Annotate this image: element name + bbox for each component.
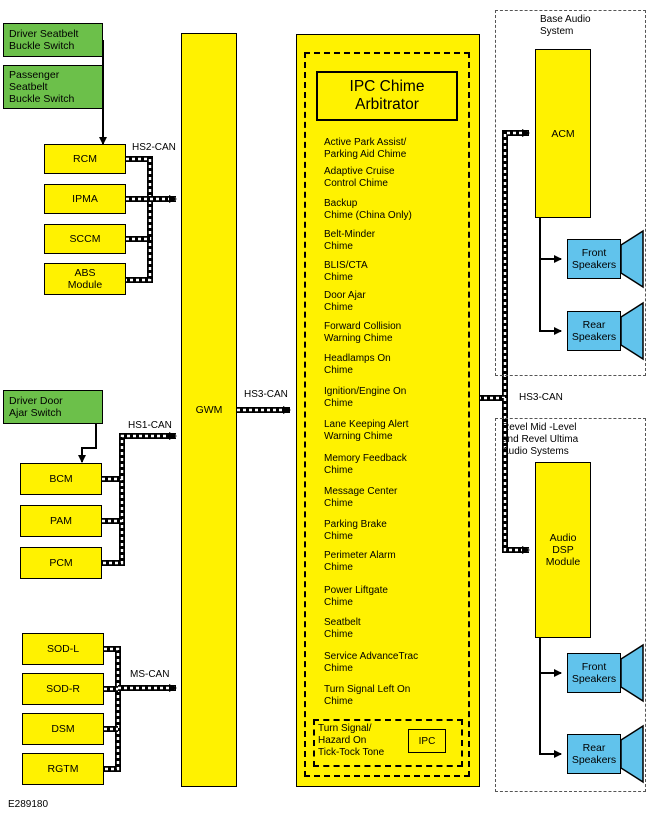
ipc-panel: [296, 34, 480, 787]
sod-l-module: SOD-L: [22, 633, 104, 665]
chime-item: Lane Keeping Alert Warning Chime: [324, 419, 409, 442]
chime-item: Perimeter Alarm Chime: [324, 550, 396, 573]
ms-trunk-inner: [104, 647, 120, 771]
chime-item: Ignition/Engine On Chime: [324, 386, 407, 409]
base-front-speakers: Front Speakers: [567, 239, 621, 279]
hs1-to-gwm-outer: [119, 433, 176, 479]
tick-tock-label: Turn Signal/ Hazard On Tick-Tock Tone: [318, 723, 385, 758]
chime-item: Seatbelt Chime: [324, 617, 361, 640]
bcm-module: BCM: [20, 463, 102, 495]
sccm-module: SCCM: [44, 224, 126, 254]
base-audio-label: Base Audio System: [540, 14, 591, 37]
hs2-trunk-inner: [126, 157, 152, 282]
driver-seatbelt-switch: Driver Seatbelt Buckle Switch: [3, 23, 103, 57]
rgtm-module: RGTM: [22, 753, 104, 785]
chime-item: Turn Signal Left On Chime: [324, 684, 411, 707]
revel-rear-speakers: Rear Speakers: [567, 734, 621, 774]
abs-module: ABS Module: [44, 263, 126, 295]
passenger-seatbelt-switch: Passenger Seatbelt Buckle Switch: [3, 65, 103, 109]
hs1-can-label: HS1-CAN: [128, 420, 172, 431]
ipc-module: IPC: [408, 729, 446, 753]
driver-door-switch: Driver Door Ajar Switch: [3, 390, 103, 424]
pcm-module: PCM: [20, 547, 102, 579]
base-rear-speakers: Rear Speakers: [567, 311, 621, 351]
sod-r-module: SOD-R: [22, 673, 104, 705]
base-rear-speaker-horn: [620, 301, 644, 361]
ipc-chime-arbitrator: IPC Chime Arbitrator: [316, 71, 458, 121]
base-audio-group: [495, 10, 646, 376]
rcm-module: RCM: [44, 144, 126, 174]
base-front-speaker-horn: [620, 229, 644, 289]
chime-item: Message Center Chime: [324, 486, 398, 509]
dsm-module: DSM: [22, 713, 104, 745]
revel-front-speakers: Front Speakers: [567, 653, 621, 693]
hs3-can-right-label: HS3-CAN: [519, 392, 563, 403]
chime-item: Power Liftgate Chime: [324, 585, 388, 608]
chime-item: Forward Collision Warning Chime: [324, 321, 402, 344]
pam-module: PAM: [20, 505, 102, 537]
ms-trunk-outer: [104, 646, 121, 772]
tick-tock-outline: [313, 719, 463, 767]
acm-module: ACM: [535, 49, 591, 218]
hs3-to-acm-outer: [472, 130, 529, 401]
ipc-inner-outline: [304, 52, 470, 777]
chime-item: Door Ajar Chime: [324, 290, 366, 313]
hs3-can-left-label: HS3-CAN: [244, 389, 288, 400]
chime-item: Service AdvanceTrac Chime: [324, 651, 419, 674]
revel-audio-label: Revel Mid -Level and Revel Ultima Audio …: [502, 422, 579, 457]
chime-item: Backup Chime (China Only): [324, 198, 412, 221]
revel-front-speaker-horn: [620, 643, 644, 703]
hs1-to-gwm-inner: [120, 434, 176, 479]
dsp-rear-wire: [539, 673, 562, 758]
revel-audio-group: [495, 418, 646, 792]
door-switch-wire: [78, 424, 97, 463]
ms-can-label: MS-CAN: [130, 669, 170, 680]
hs2-trunk-outer: [126, 156, 153, 283]
figure-id: E289180: [8, 799, 49, 810]
chime-item: Active Park Assist/ Parking Aid Chime: [324, 137, 407, 160]
chime-item: BLIS/CTA Chime: [324, 260, 368, 283]
chime-item: Adaptive Cruise Control Chime: [324, 166, 395, 189]
ipma-module: IPMA: [44, 184, 126, 214]
chime-item: Belt-Minder Chime: [324, 229, 376, 252]
chime-item: Parking Brake Chime: [324, 519, 387, 542]
hs3-to-dsp-inner: [503, 398, 529, 552]
revel-rear-speaker-horn: [620, 724, 644, 784]
gwm-module: GWM: [181, 33, 237, 787]
chime-item: Memory Feedback Chime: [324, 453, 407, 476]
acm-rear-wire: [539, 259, 562, 335]
audio-dsp-module: Audio DSP Module: [535, 462, 591, 638]
chime-item: Headlamps On Chime: [324, 353, 391, 376]
hs2-can-label: HS2-CAN: [132, 142, 176, 153]
